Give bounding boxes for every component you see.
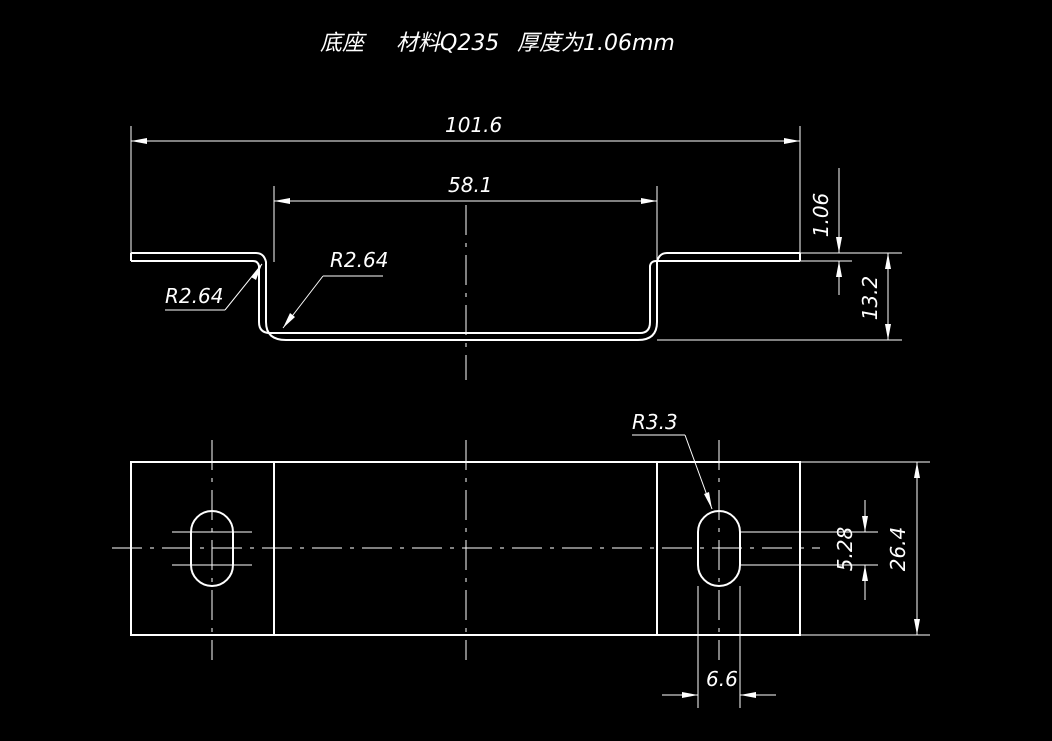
title-thickness: 厚度为1.06mm <box>517 31 675 56</box>
dim-inner-length-label: 58.1 <box>448 173 493 197</box>
dim-bend-radius-left: R2.64 <box>165 263 263 311</box>
title-material: 材料Q235 <box>396 31 499 56</box>
dim-width: 26.4 <box>800 461 930 636</box>
dim-overall-length-label: 101.6 <box>445 113 502 137</box>
dim-slot-radius: R3.3 <box>632 410 713 510</box>
dim-slot-width: 5.28 <box>740 500 878 600</box>
title-part-name: 底座 <box>320 31 367 56</box>
top-view: R3.3 5.28 26.4 <box>112 410 930 708</box>
dim-depth: 13.2 <box>657 252 902 341</box>
dim-depth-label: 13.2 <box>858 276 882 321</box>
profile-inner-line <box>131 260 800 334</box>
dim-slot-radius-label: R3.3 <box>632 410 678 434</box>
dim-slot-length-label: 6.6 <box>706 667 738 691</box>
side-view: 101.6 58.1 1.06 13.2 <box>130 113 902 380</box>
dim-bend-radius-inner: R2.64 <box>282 248 388 329</box>
dim-slot-width-label: 5.28 <box>833 527 857 572</box>
dim-bend-radius-left-label: R2.64 <box>165 284 223 308</box>
dim-thickness: 1.06 <box>800 168 852 295</box>
profile-outer-line <box>131 252 800 341</box>
dim-thickness-label: 1.06 <box>809 193 833 238</box>
dim-slot-length: 6.6 <box>662 586 776 708</box>
dim-inner-length: 58.1 <box>273 173 658 262</box>
dim-bend-radius-inner-label: R2.64 <box>330 248 388 272</box>
dim-overall-length: 101.6 <box>130 113 801 253</box>
dim-width-label: 26.4 <box>886 527 910 572</box>
